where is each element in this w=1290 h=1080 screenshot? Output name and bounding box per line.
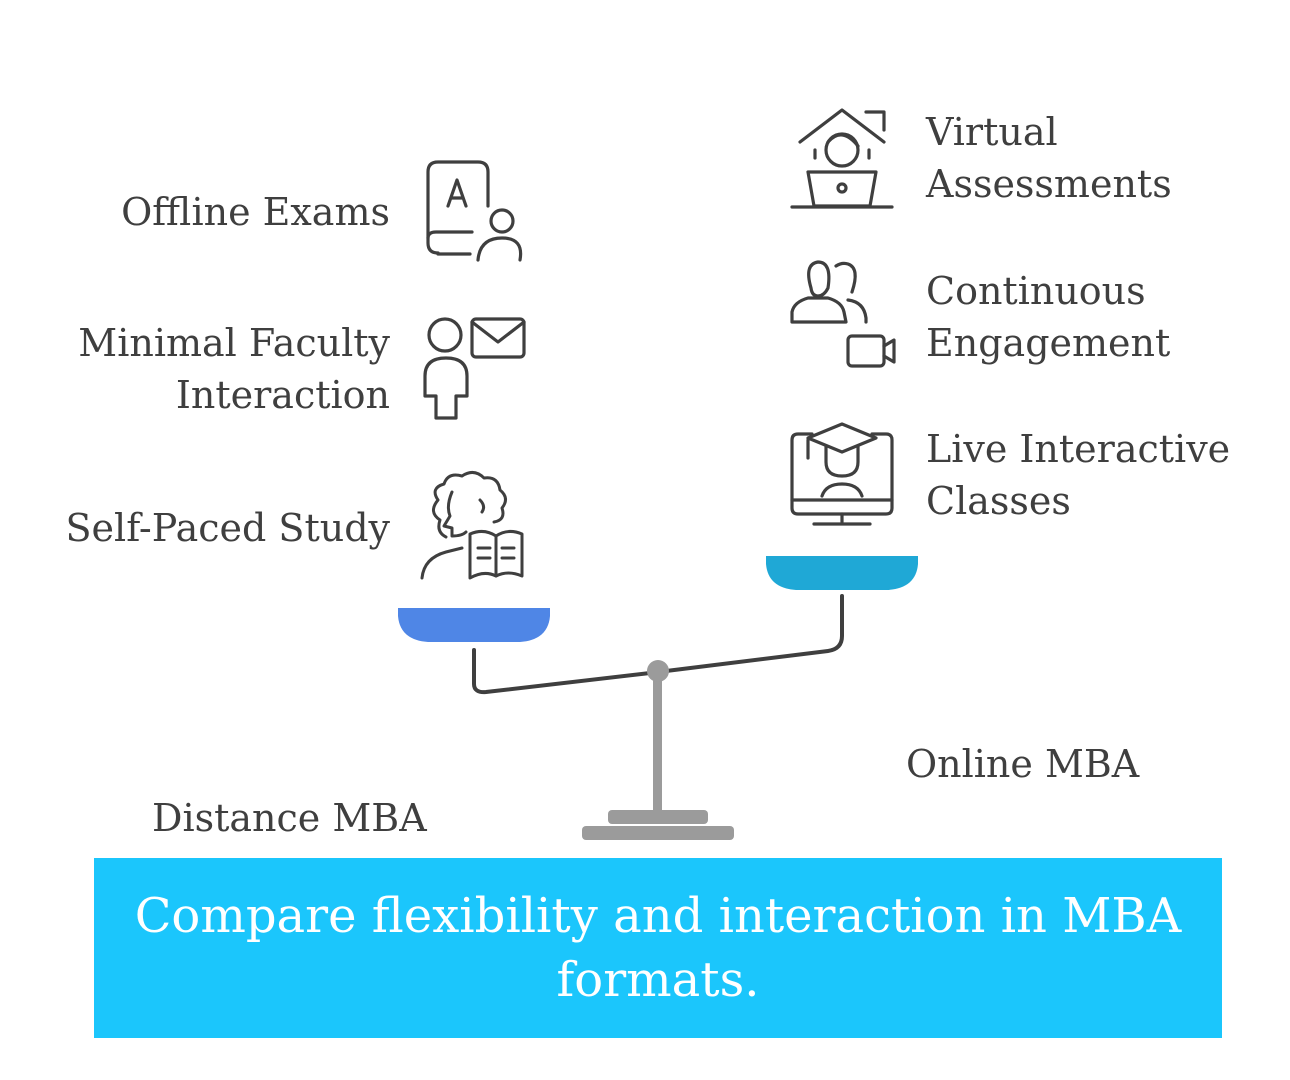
item-minimal-faculty-interaction: Minimal Faculty Interaction <box>78 317 390 421</box>
item-virtual-assessments-line-1: Virtual <box>926 110 1058 154</box>
reading-person-icon <box>420 471 524 580</box>
item-self-paced-study-line-1: Self-Paced Study <box>65 506 390 550</box>
title-banner: Compare flexibility and interaction in M… <box>94 858 1222 1038</box>
item-live-interactive-classes-line-1: Live Interactive <box>926 427 1231 471</box>
distance-mba-label: Distance MBA <box>152 796 427 840</box>
scale-pivot <box>647 660 669 682</box>
online-mba-label: Online MBA <box>906 742 1140 786</box>
page-title: Compare flexibility and interaction in M… <box>134 888 1182 1008</box>
item-minimal-faculty-interaction-line-2: Interaction <box>175 373 390 417</box>
home-laptop-icon <box>790 108 894 209</box>
item-offline-exams: Offline Exams <box>121 186 390 238</box>
left-pan <box>398 608 550 642</box>
item-virtual-assessments: Virtual Assessments <box>926 106 1172 210</box>
right-pan <box>766 556 918 590</box>
item-minimal-faculty-interaction-line-1: Minimal Faculty <box>78 321 390 365</box>
item-continuous-engagement-line-1: Continuous <box>926 269 1146 313</box>
item-continuous-engagement-line-2: Engagement <box>926 321 1171 365</box>
item-virtual-assessments-line-2: Assessments <box>926 162 1172 206</box>
scale-stand <box>582 670 734 840</box>
item-live-interactive-classes-line-2: Classes <box>926 479 1071 523</box>
users-video-icon <box>790 260 896 368</box>
monitor-graduate-icon <box>790 422 894 526</box>
person-mail-icon <box>423 317 526 420</box>
item-self-paced-study: Self-Paced Study <box>66 502 390 554</box>
item-offline-exams-line-1: Offline Exams <box>121 190 390 234</box>
item-live-interactive-classes: Live Interactive Classes <box>926 423 1230 527</box>
exam-person-icon <box>426 160 523 262</box>
item-continuous-engagement: Continuous Engagement <box>926 265 1170 369</box>
